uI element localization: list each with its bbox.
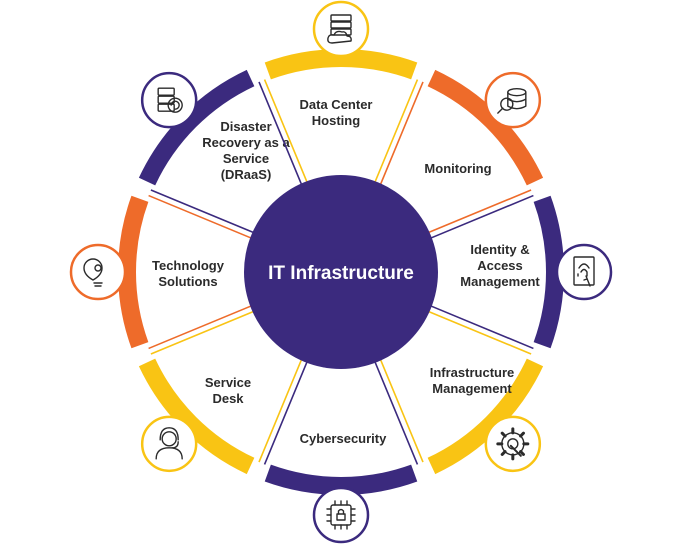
segment-divider	[258, 356, 304, 463]
gear-wrench-icon	[484, 415, 542, 473]
segment-band-monitoring	[427, 69, 544, 186]
dividers-layer	[148, 79, 534, 465]
segment-label-line: Service	[205, 375, 251, 390]
segment-divider	[150, 189, 257, 235]
segment-divider	[378, 81, 424, 188]
segment-label-monitoring: Monitoring	[424, 161, 491, 176]
icons-layer	[69, 0, 613, 544]
segment-divider	[427, 194, 534, 240]
segment-label-line: Cybersecurity	[300, 431, 387, 446]
segment-label-line: Desk	[212, 391, 244, 406]
segment-label-line: Identity &	[470, 242, 529, 257]
segment-divider	[150, 309, 257, 355]
segment-divider	[263, 358, 309, 465]
segment-divider	[373, 79, 419, 186]
segment-band-infra-mgmt	[427, 358, 544, 475]
segment-label-line: Recovery as a	[202, 135, 290, 150]
segment-band-data-center	[264, 49, 418, 80]
lightbulb-gear-icon	[69, 243, 127, 301]
segment-divider	[373, 358, 419, 465]
server-recovery-icon	[140, 71, 198, 129]
segment-divider	[427, 304, 534, 350]
segment-band-draas	[138, 69, 255, 186]
segment-label-cybersecurity: Cybersecurity	[300, 431, 387, 446]
segment-divider	[148, 194, 255, 240]
segment-label-line: Infrastructure	[430, 365, 515, 380]
segment-label-line: Technology	[152, 258, 225, 273]
segment-band-service-desk	[138, 358, 255, 475]
segment-label-line: Access	[477, 258, 523, 273]
segment-label-line: Data Center	[300, 97, 373, 112]
segment-band-identity	[533, 195, 564, 349]
chip-lock-icon	[312, 486, 370, 544]
center-hub: IT Infrastructure	[244, 175, 438, 369]
segment-label-line: Management	[460, 274, 540, 289]
segment-divider	[378, 356, 424, 463]
center-title: IT Infrastructure	[268, 263, 414, 284]
center-circle	[244, 175, 438, 369]
segment-band-tech-solutions	[118, 195, 149, 349]
segment-divider	[148, 304, 255, 350]
server-cloud-icon	[312, 0, 370, 58]
segment-label-line: Service	[223, 151, 269, 166]
fingerprint-door-icon	[555, 243, 613, 301]
segment-label-line: Disaster	[220, 119, 271, 134]
segment-divider	[258, 81, 304, 188]
segment-label-line: Solutions	[158, 274, 217, 289]
headset-agent-icon	[140, 415, 198, 473]
segment-divider	[263, 79, 309, 186]
segment-divider	[425, 189, 532, 235]
segment-label-line: Hosting	[312, 113, 360, 128]
segment-label-line: (DRaaS)	[221, 167, 272, 182]
database-search-icon	[484, 71, 542, 129]
segment-label-line: Management	[432, 381, 512, 396]
segment-label-line: Monitoring	[424, 161, 491, 176]
segment-divider	[425, 309, 532, 355]
segment-band-cybersecurity	[264, 464, 418, 495]
